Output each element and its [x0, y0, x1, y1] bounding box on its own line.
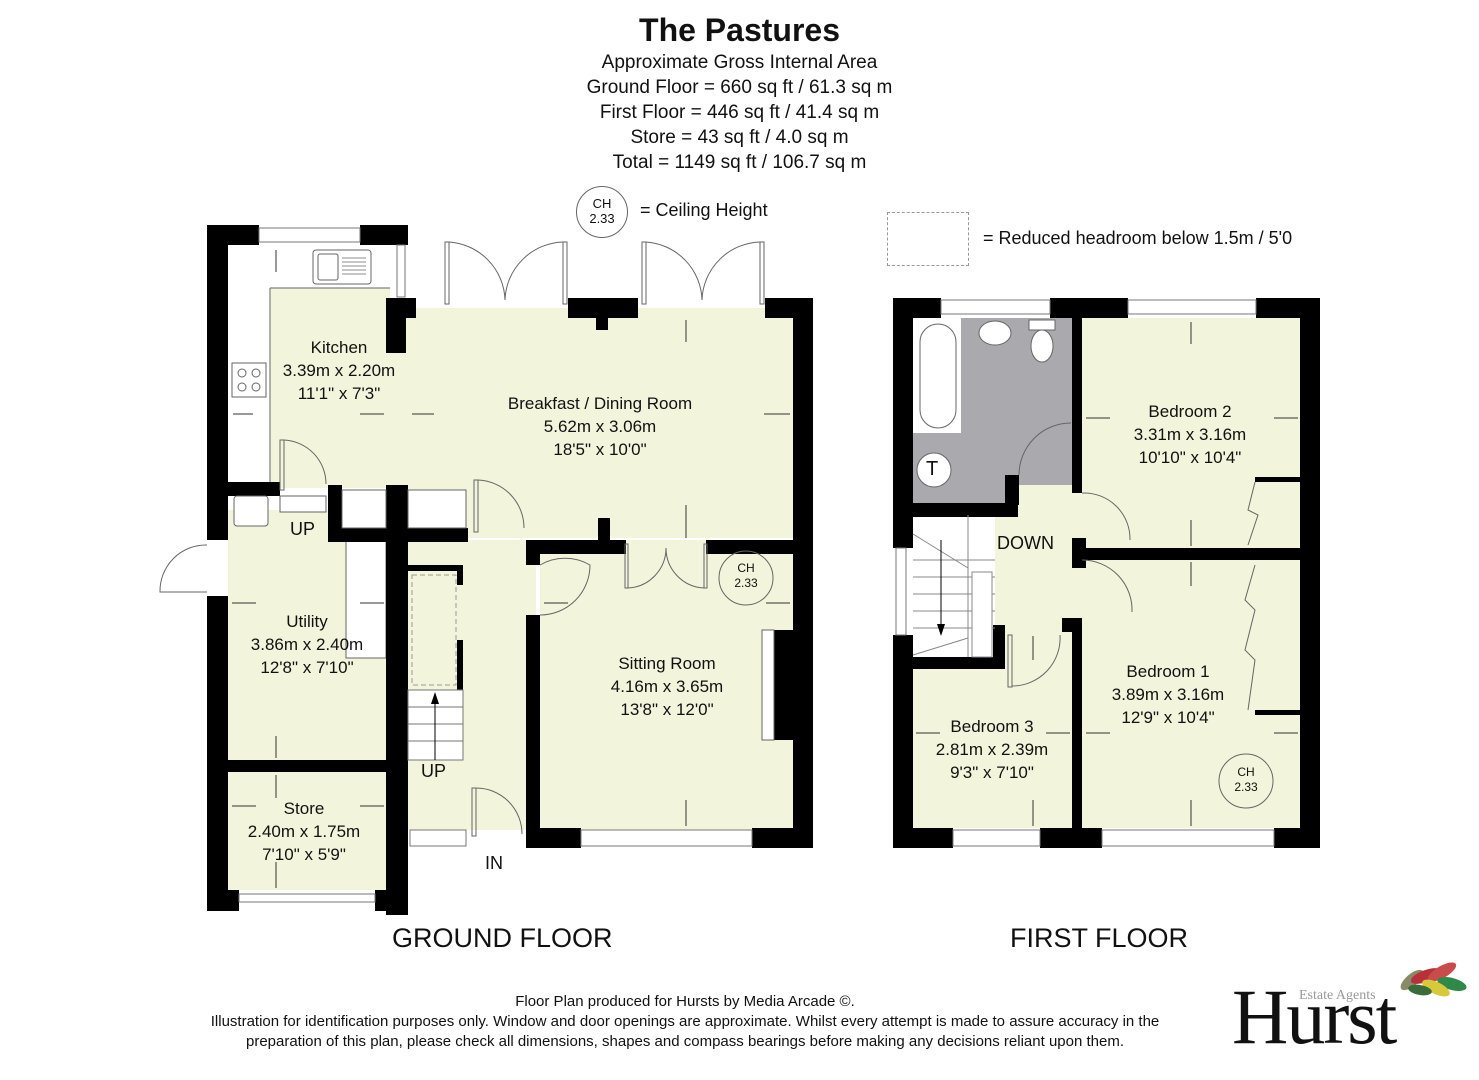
down-marker: DOWN [997, 533, 1054, 553]
room-bedroom-1: Bedroom 1 3.89m x 3.16m 12'9" x 10'4" [1112, 660, 1224, 729]
footer-disclaimer-2: preparation of this plan, please check a… [245, 1033, 1124, 1050]
room-imperial: 7'10" x 5'9" [262, 845, 346, 864]
room-breakfast-dining: Breakfast / Dining Room 5.62m x 3.06m 18… [508, 392, 692, 461]
ch-badge-bottom: 2.33 [734, 576, 758, 590]
room-imperial: 10'10" x 10'4" [1138, 448, 1242, 467]
area-total: Total = 1149 sq ft / 106.7 sq m [612, 152, 867, 173]
room-imperial: 11'1" x 7'3" [297, 384, 381, 403]
leaves-icon [1400, 962, 1467, 997]
ceiling-height-legend-badge: CH 2.33 [576, 186, 628, 238]
room-utility: Utility 3.86m x 2.40m 12'8" x 7'10" [251, 610, 363, 679]
plan-title: The Pastures [639, 12, 840, 48]
ceiling-height-badge-first: CH 2.33 [1219, 765, 1273, 795]
room-metric: 3.89m x 3.16m [1111, 685, 1225, 704]
area-first-floor: First Floor = 446 sq ft / 41.4 sq m [599, 102, 880, 123]
tank-icon: T [926, 458, 939, 480]
room-metric: 5.62m x 3.06m [543, 417, 657, 436]
room-imperial: 9'3" x 7'10" [950, 763, 1034, 782]
hurst-logo: Estate Agents Hurst [1232, 958, 1472, 1068]
room-metric: 3.86m x 2.40m [250, 635, 364, 654]
room-name: Sitting Room [618, 654, 716, 673]
logo-tagline: Estate Agents [1299, 988, 1376, 1003]
room-metric: 3.31m x 3.16m [1133, 425, 1247, 444]
room-metric: 2.40m x 1.75m [247, 822, 361, 841]
footer-disclaimer-1: Illustration for identification purposes… [210, 1013, 1160, 1030]
entrance-marker: IN [485, 853, 503, 873]
room-name: Bedroom 2 [1148, 402, 1232, 421]
room-name: Bedroom 1 [1126, 662, 1210, 681]
first-floor-plan [893, 298, 1320, 848]
reduced-headroom-legend-label: = Reduced headroom below 1.5m / 5'0 [983, 228, 1293, 248]
area-ground-floor: Ground Floor = 660 sq ft / 61.3 sq m [586, 77, 893, 98]
footer-credit: Floor Plan produced for Hursts by Media … [515, 993, 855, 1010]
ground-floor-plan [159, 225, 813, 915]
room-bedroom-2: Bedroom 2 3.31m x 3.16m 10'10" x 10'4" [1134, 400, 1246, 469]
room-metric: 4.16m x 3.65m [610, 677, 724, 696]
ch-badge-top: CH [592, 196, 612, 211]
room-name: Utility [286, 612, 328, 631]
ch-badge-bottom: 2.33 [1234, 780, 1258, 794]
ceiling-height-legend-label: = Ceiling Height [640, 200, 768, 220]
room-bedroom-3: Bedroom 3 2.81m x 2.39m 9'3" x 7'10" [936, 715, 1048, 784]
ch-badge-bottom: 2.33 [589, 211, 615, 226]
room-metric: 2.81m x 2.39m [935, 740, 1049, 759]
reduced-headroom-legend-box [887, 212, 969, 266]
area-store: Store = 43 sq ft / 4.0 sq m [630, 127, 849, 148]
room-imperial: 18'5" x 10'0" [553, 440, 647, 459]
room-name: Bedroom 3 [950, 717, 1034, 736]
area-subtitle: Approximate Gross Internal Area [601, 52, 878, 73]
room-metric: 3.39m x 2.20m [282, 361, 396, 380]
room-store: Store 2.40m x 1.75m 7'10" x 5'9" [248, 797, 360, 866]
room-imperial: 12'8" x 7'10" [260, 658, 354, 677]
up-marker-utility: UP [290, 519, 316, 539]
room-name: Breakfast / Dining Room [507, 394, 693, 413]
logo-wordmark: Hurst [1232, 973, 1397, 1060]
first-floor-label: FIRST FLOOR [1010, 923, 1189, 953]
room-name: Kitchen [310, 338, 368, 357]
ch-badge-top: CH [1237, 765, 1255, 779]
ch-badge-top: CH [737, 561, 755, 575]
ceiling-height-badge-ground: CH 2.33 [719, 561, 773, 591]
ground-floor-label: GROUND FLOOR [392, 923, 613, 953]
room-sitting: Sitting Room 4.16m x 3.65m 13'8" x 12'0" [611, 652, 723, 721]
up-marker-stairs: UP [421, 761, 447, 781]
room-kitchen: Kitchen 3.39m x 2.20m 11'1" x 7'3" [283, 336, 395, 405]
room-name: Store [283, 799, 325, 818]
room-imperial: 12'9" x 10'4" [1121, 708, 1215, 727]
room-imperial: 13'8" x 12'0" [620, 700, 714, 719]
